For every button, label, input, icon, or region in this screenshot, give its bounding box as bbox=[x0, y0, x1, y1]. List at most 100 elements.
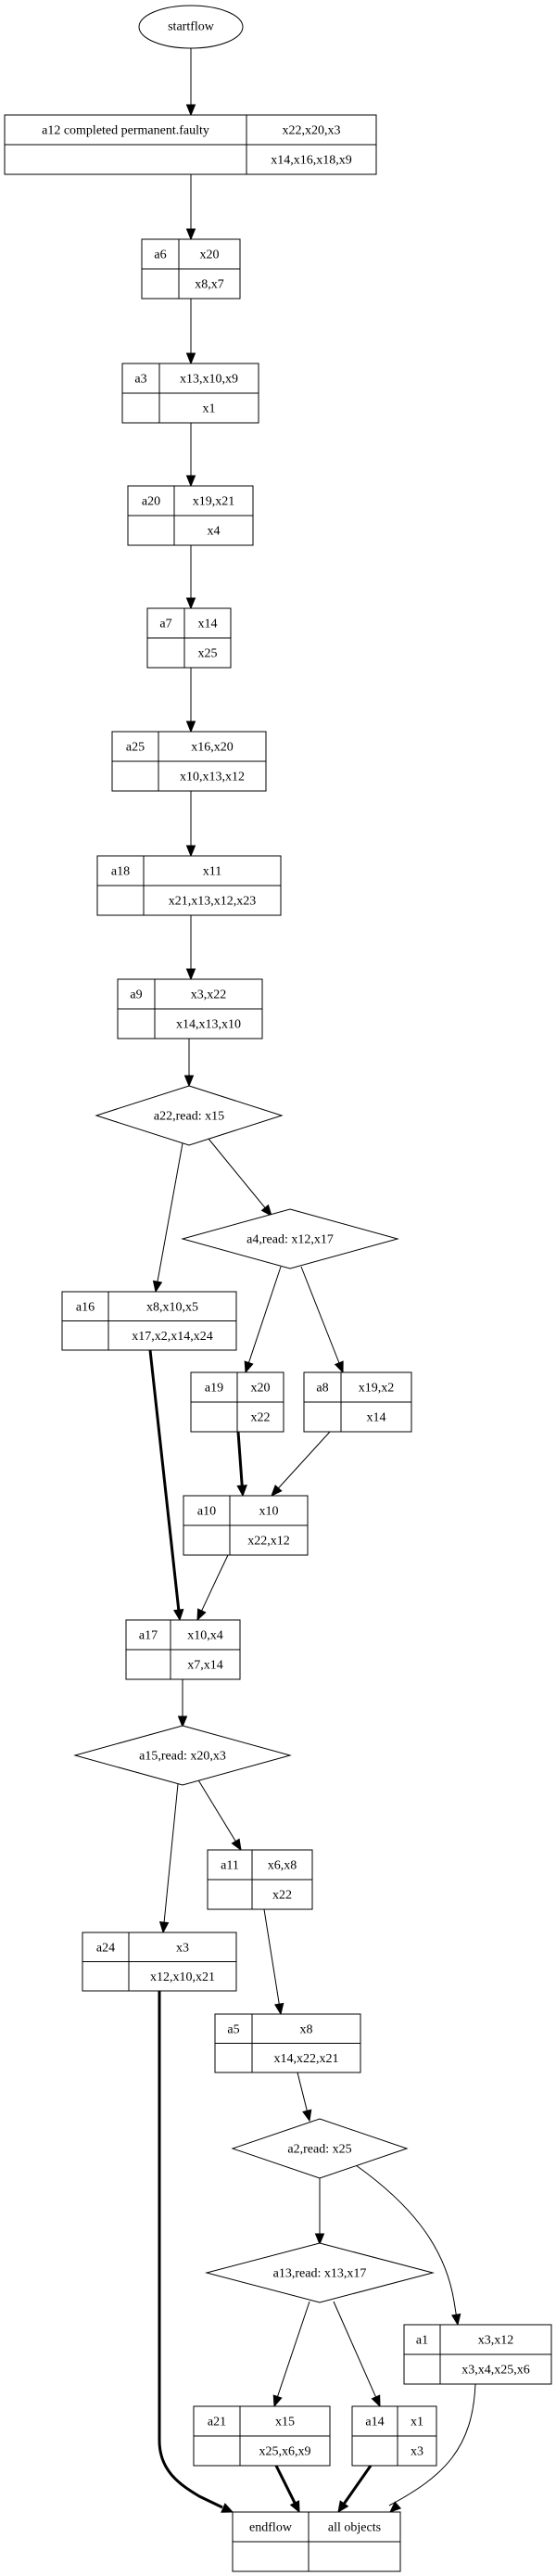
arrowhead-icon bbox=[236, 1485, 247, 1498]
node-name: a21 bbox=[208, 2416, 226, 2429]
node-outputs: x3 bbox=[411, 2445, 423, 2459]
edge-a1-to-endflow bbox=[388, 2383, 476, 2513]
node-inputs: x10,x4 bbox=[187, 1629, 223, 1643]
node-outputs: x21,x13,x12,x23 bbox=[169, 895, 257, 909]
node-inputs: x16,x20 bbox=[191, 741, 234, 755]
edge-startflow-to-a12 bbox=[185, 48, 196, 117]
start-ellipse bbox=[138, 5, 244, 49]
start-node: startflow bbox=[138, 5, 244, 49]
edge-line bbox=[148, 1349, 181, 1613]
arrowhead-icon bbox=[244, 1360, 254, 1374]
decision-node-a4: a4,read: x12,x17 bbox=[181, 1208, 399, 1269]
arrowhead-icon bbox=[271, 1484, 283, 1497]
edge-a15-to-a24 bbox=[158, 1783, 179, 1934]
edges-layer bbox=[148, 48, 476, 2514]
edge-a6-to-a3 bbox=[185, 299, 196, 365]
node-name: a6 bbox=[154, 249, 166, 262]
arrowhead-icon bbox=[289, 2500, 300, 2514]
node-outputs: x8,x7 bbox=[195, 278, 224, 292]
node-outputs: x7,x14 bbox=[187, 1659, 223, 1673]
decision-label: a15,read: x20,x3 bbox=[139, 1750, 226, 1764]
start-label: startflow bbox=[168, 20, 215, 34]
decision-node-a22: a22,read: x15 bbox=[95, 1085, 284, 1146]
edge-a18-to-a9 bbox=[185, 915, 196, 981]
node-name: a11 bbox=[221, 1859, 239, 1873]
action-node-a20: a20 x19,x21 x4 bbox=[127, 485, 254, 546]
node-outputs: x12,x10,x21 bbox=[150, 1970, 215, 1984]
node-outputs: x25,x6,x9 bbox=[259, 2445, 311, 2459]
node-name: a12 completed permanent.faulty bbox=[42, 124, 209, 138]
arrowhead-icon bbox=[185, 968, 196, 981]
edge-a22-to-a16 bbox=[152, 1142, 183, 1294]
arrowhead-icon bbox=[185, 104, 196, 117]
node-inputs: x3,x22 bbox=[191, 988, 227, 1002]
node-name: a1 bbox=[416, 2334, 428, 2348]
decision-diamond bbox=[181, 1208, 399, 1269]
edge-a13-to-a14 bbox=[333, 2301, 381, 2408]
node-inputs: x3 bbox=[176, 1941, 189, 1955]
arrowhead-icon bbox=[158, 1921, 170, 1934]
node-inputs: x22,x20,x3 bbox=[283, 124, 341, 138]
arrowhead-icon bbox=[177, 1715, 188, 1728]
arrowhead-icon bbox=[185, 721, 196, 733]
node-outputs: x1 bbox=[203, 402, 216, 416]
edge-a12-to-a6 bbox=[185, 174, 196, 241]
edge-a4-to-a8 bbox=[300, 1266, 344, 1374]
arrowhead-icon bbox=[183, 1075, 195, 1088]
node-inputs: x8,x10,x5 bbox=[146, 1300, 198, 1314]
edge-line bbox=[200, 1554, 229, 1613]
edge-line bbox=[236, 1431, 244, 1488]
node-inputs: x19,x21 bbox=[193, 495, 235, 509]
edge-line bbox=[158, 1991, 223, 2509]
arrowhead-icon bbox=[185, 597, 196, 610]
arrowhead-icon bbox=[451, 2313, 461, 2327]
node-name: a7 bbox=[159, 618, 171, 631]
edge-line bbox=[196, 1778, 237, 1843]
edge-line bbox=[276, 2301, 310, 2399]
node-name: a20 bbox=[142, 495, 160, 509]
node-outputs: x4 bbox=[208, 525, 221, 539]
node-inputs: x14 bbox=[198, 618, 218, 631]
edge-line bbox=[297, 2072, 309, 2113]
edge-a10-to-a17 bbox=[196, 1554, 229, 1622]
node-outputs: x25 bbox=[198, 647, 218, 661]
edge-a17-to-a15 bbox=[177, 1679, 188, 1728]
arrowhead-icon bbox=[272, 2394, 283, 2408]
action-node-a7: a7 x14 x25 bbox=[146, 607, 232, 669]
edge-line bbox=[276, 1431, 331, 1490]
nodes-layer: startflow a12 completed permanent.faulty x… bbox=[4, 5, 552, 2572]
node-name: a9 bbox=[130, 988, 142, 1002]
node-inputs: x20 bbox=[251, 1382, 271, 1396]
node-inputs: x19,x2 bbox=[359, 1382, 395, 1396]
edge-line bbox=[355, 2164, 459, 2326]
node-name: a19 bbox=[205, 1382, 223, 1396]
node-outputs: x22,x12 bbox=[247, 1535, 290, 1549]
node-outputs: x14,x16,x18,x9 bbox=[271, 154, 352, 168]
arrowhead-icon bbox=[260, 1204, 272, 1218]
arrowhead-icon bbox=[173, 1608, 184, 1622]
edge-a16-to-a17 bbox=[148, 1349, 184, 1622]
node-name: a14 bbox=[365, 2416, 384, 2429]
node-name: a25 bbox=[126, 741, 145, 755]
node-inputs: x15 bbox=[275, 2416, 295, 2429]
arrowhead-icon bbox=[152, 1280, 163, 1294]
edge-a7-to-a25 bbox=[185, 668, 196, 733]
node-name: a10 bbox=[197, 1505, 216, 1519]
decision-node-a15: a15,read: x20,x3 bbox=[73, 1725, 292, 1786]
decision-diamond bbox=[95, 1085, 284, 1146]
node-name: endflow bbox=[249, 2521, 293, 2535]
node-outputs: x22 bbox=[251, 1411, 271, 1425]
node-inputs: x6,x8 bbox=[268, 1859, 297, 1873]
node-outputs: x3,x4,x25,x6 bbox=[461, 2364, 530, 2378]
edge-line bbox=[157, 1142, 183, 1284]
node-outputs: x14,x22,x21 bbox=[274, 2052, 339, 2066]
edge-a22-to-a4 bbox=[208, 1138, 272, 1218]
